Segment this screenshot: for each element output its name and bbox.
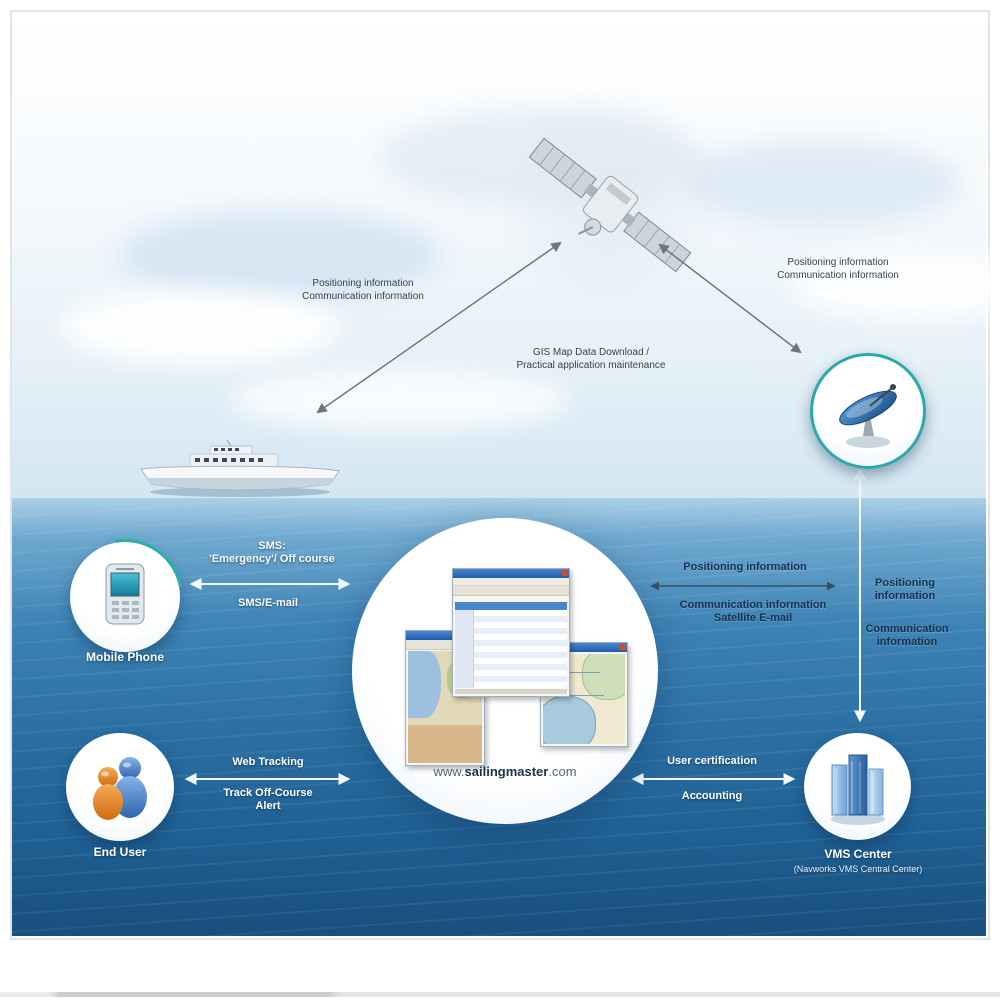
label-vert-top: Positioning information xyxy=(875,577,936,603)
label-sms-below: SMS/E-mail xyxy=(238,597,298,610)
ground-station-circle xyxy=(810,353,926,469)
cloud xyxy=(60,290,340,365)
label-line: Track Off-Course xyxy=(223,787,313,799)
end-user-circle xyxy=(66,733,174,841)
dish-icon xyxy=(839,384,897,448)
label-cert-above: User certification xyxy=(667,755,757,768)
label-line: Web Tracking xyxy=(232,756,304,768)
url-name: sailingmaster xyxy=(464,764,549,779)
label-line: Communication information xyxy=(302,291,424,302)
label-line: Communication information xyxy=(777,270,899,281)
browser-titlebar xyxy=(453,569,569,578)
window-titlebar xyxy=(541,643,627,652)
close-icon xyxy=(562,570,568,576)
label-web-below: Track Off-Course Alert xyxy=(223,787,312,813)
label-line: Positioning xyxy=(875,577,935,589)
label-right-link: Positioning information Communication in… xyxy=(777,256,899,282)
browser-statusbar xyxy=(455,689,567,694)
phone-icon xyxy=(105,563,145,625)
label-cert-below: Accounting xyxy=(682,790,743,803)
label-line: Positioning information xyxy=(312,278,414,289)
label-line: Communication xyxy=(865,623,949,635)
window-toolbar xyxy=(406,640,484,650)
label-line: Satellite E-mail xyxy=(713,612,793,624)
vms-center-sublabel: (Navworks VMS Central Center) xyxy=(793,864,923,874)
url-www: www. xyxy=(433,764,465,779)
browser-menubar xyxy=(453,578,569,586)
close-icon xyxy=(620,644,626,650)
browser-content xyxy=(455,602,567,688)
label-left-link: Positioning information Communication in… xyxy=(302,277,424,303)
label-line: GIS Map Data Download / xyxy=(532,347,650,358)
label-gis: GIS Map Data Download / Practical applic… xyxy=(517,346,666,372)
url-tld: .com xyxy=(548,764,577,779)
label-line: information xyxy=(874,590,936,602)
label-line: 'Emergency'/ Off course xyxy=(209,553,335,565)
label-line: SMS/E-mail xyxy=(238,597,298,609)
label-line: Alert xyxy=(255,800,281,812)
site-url: www.sailingmaster.com xyxy=(352,764,658,779)
vms-center-circle xyxy=(804,733,911,840)
ship-icon xyxy=(140,440,340,497)
cloud xyxy=(790,250,1000,320)
end-user-label: End User xyxy=(93,845,147,859)
label-pos-above: Positioning information xyxy=(683,561,806,574)
browser-window xyxy=(452,568,570,697)
label-line: Positioning information xyxy=(787,257,889,268)
cloud xyxy=(230,370,570,430)
label-sms-above: SMS: 'Emergency'/ Off course xyxy=(209,540,335,566)
vms-center-label: VMS Center xyxy=(824,847,892,861)
label-line: information xyxy=(876,636,938,648)
label-web-above: Web Tracking xyxy=(232,756,303,769)
building-icon xyxy=(831,754,885,825)
bottom-strip xyxy=(0,992,1000,997)
label-pos-below: Communication information Satellite E-ma… xyxy=(680,599,827,625)
label-line: Practical application maintenance xyxy=(516,360,666,371)
cloud xyxy=(680,140,960,225)
label-line: User certification xyxy=(667,755,757,767)
mobile-phone-label: Mobile Phone xyxy=(86,650,164,664)
people-icon xyxy=(93,757,147,820)
label-line: Communication information xyxy=(679,599,827,611)
website-circle: www.sailingmaster.com xyxy=(352,518,658,824)
label-vert-bottom: Communication information xyxy=(865,623,948,649)
mobile-phone-circle xyxy=(44,516,206,678)
satellite-icon xyxy=(528,137,692,273)
label-line: Accounting xyxy=(681,790,743,802)
label-line: SMS: xyxy=(258,540,286,552)
label-line: Positioning information xyxy=(683,561,807,573)
browser-toolbar xyxy=(453,586,569,596)
